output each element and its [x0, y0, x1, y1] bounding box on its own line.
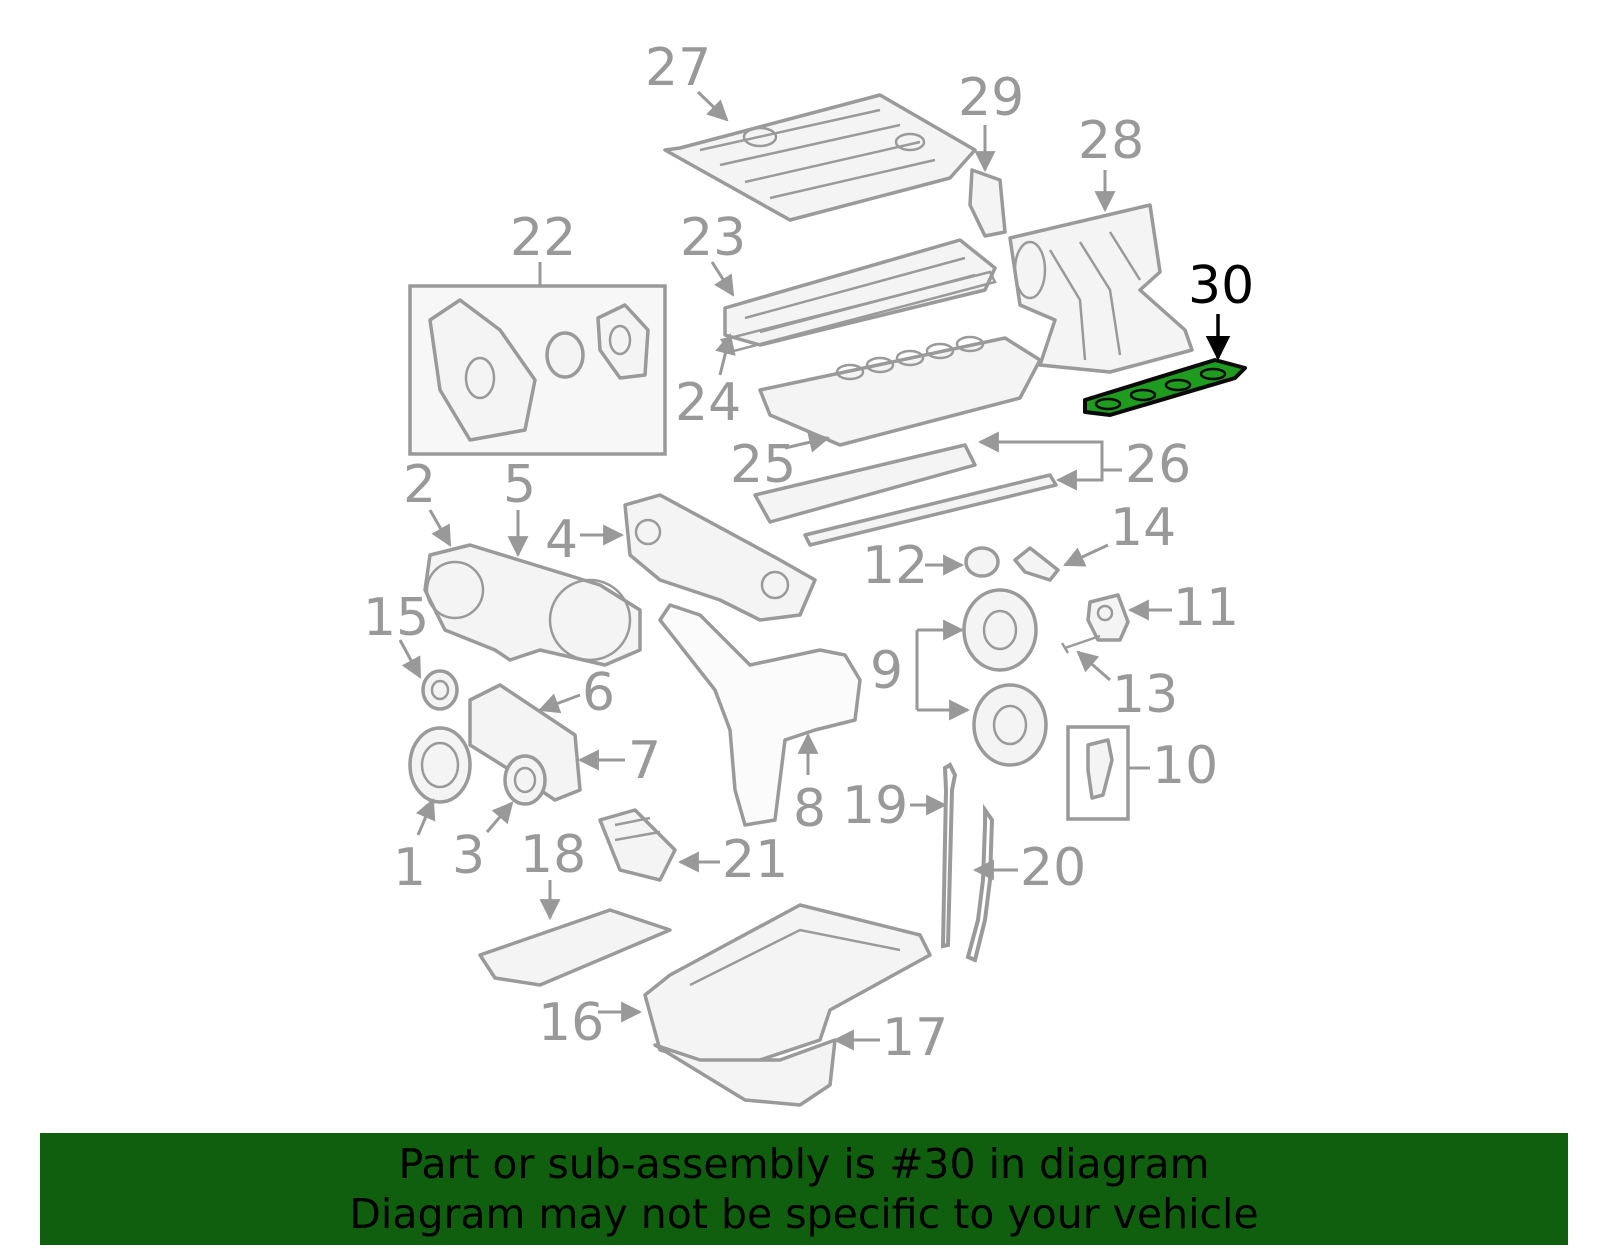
part-20-dipstick-tube: [965, 803, 995, 963]
callout-9: 9: [870, 641, 903, 701]
part-11-tensioner: [1086, 593, 1130, 642]
callout-22: 22: [510, 208, 576, 268]
callout-12: 12: [862, 536, 928, 596]
part-29-gasket: [968, 168, 1007, 238]
callout-20: 20: [1020, 838, 1086, 898]
part-22-gasket-kit: [408, 284, 667, 456]
callout-25: 25: [730, 435, 796, 495]
part-2-timing-cover: [423, 543, 642, 667]
part-8-timing-belt: [658, 603, 862, 827]
banner-line-part-number: Part or sub-assembly is #30 in diagram: [398, 1140, 1210, 1188]
callout-4: 4: [545, 510, 578, 570]
callout-10: 10: [1152, 736, 1218, 796]
callout-14: 14: [1110, 498, 1176, 558]
engine-parts-diagram: 1 2 3 4 5 6 7 8 9 10 11 12 13 14 15 16 1…: [363, 38, 1254, 1107]
callout-labels: 1 2 3 4 5 6 7 8 9 10 11 12 13 14 15 16 1…: [363, 38, 1254, 1068]
part-13-bolt: [1060, 634, 1101, 654]
part-27-engine-cover: [663, 93, 977, 222]
callout-7: 7: [628, 731, 661, 791]
callout-2: 2: [403, 455, 436, 515]
part-19-dipstick: [940, 762, 958, 949]
callout-24: 24: [675, 373, 741, 433]
part-26-gaskets: [753, 443, 1058, 547]
part-12-seal: [964, 546, 1000, 578]
callout-21: 21: [722, 830, 788, 890]
part-1-crank-pulley: [408, 726, 472, 804]
part-28-intake-manifold: [1008, 203, 1194, 374]
banner-line-disclaimer: Diagram may not be specific to your vehi…: [349, 1190, 1259, 1238]
callout-23: 23: [680, 208, 746, 268]
callout-11: 11: [1173, 578, 1239, 638]
callout-16: 16: [538, 993, 604, 1053]
part-21-oil-filter: [598, 808, 677, 882]
callout-19: 19: [842, 776, 908, 836]
part-16-oil-pan-upper: [643, 903, 932, 1072]
callout-8: 8: [793, 779, 826, 839]
part-14-bracket: [1013, 546, 1060, 582]
callout-29: 29: [958, 68, 1024, 128]
part-17-oil-pan-lower: [653, 1038, 837, 1107]
part-25-manifold: [758, 335, 1042, 447]
part-15-idler-pulley: [421, 669, 459, 711]
callout-6: 6: [582, 663, 615, 723]
part-6-lower-cover: [468, 683, 582, 806]
callout-3: 3: [452, 826, 485, 886]
callout-15: 15: [363, 588, 429, 648]
part-10-sensor: [1066, 725, 1130, 821]
part-18-baffle-plate: [478, 908, 672, 987]
callout-1: 1: [393, 838, 426, 898]
callout-26: 26: [1125, 435, 1191, 495]
leader-lines: [398, 90, 1231, 1051]
callout-17: 17: [882, 1008, 948, 1068]
callout-27: 27: [645, 38, 711, 98]
part-4-rear-cover: [623, 493, 817, 622]
part-9-cam-pulleys: [962, 588, 1048, 767]
info-banner: Part or sub-assembly is #30 in diagram D…: [40, 1133, 1568, 1245]
callout-28: 28: [1078, 111, 1144, 171]
callout-13: 13: [1112, 665, 1178, 725]
callout-30-highlighted: 30: [1188, 256, 1254, 316]
callout-18: 18: [520, 825, 586, 885]
callout-5: 5: [503, 455, 536, 515]
